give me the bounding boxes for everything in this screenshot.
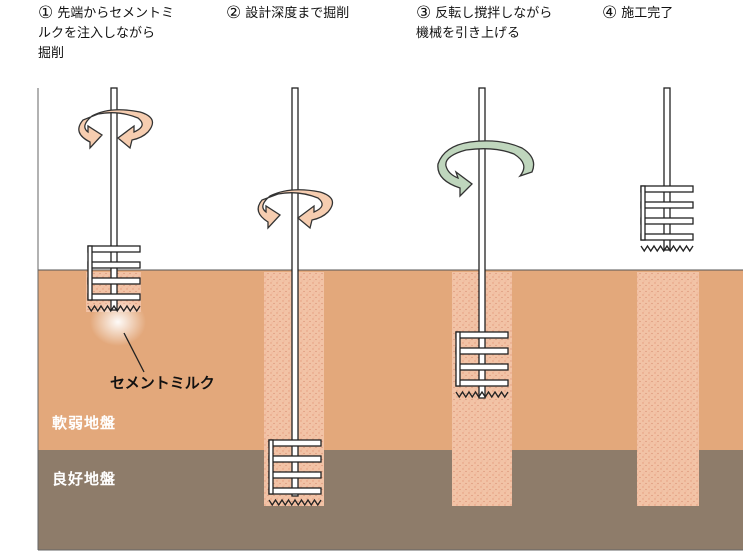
auger-head-1 [87, 245, 141, 313]
step-1-text: 先端からセメントミ ルクを注入しながら 掘削 [38, 6, 174, 61]
auger-blade-icon [87, 185, 694, 507]
rotation-arrow-icon [78, 109, 535, 230]
step-3-text: 反転し撹拌しながら 機械を引き上げる [416, 6, 553, 41]
drill-rod-icon [110, 87, 671, 497]
step-4-text: 施工完了 [621, 6, 674, 21]
cement-milk-glow [90, 298, 146, 346]
auger-head-2 [268, 439, 322, 507]
column-step4 [637, 272, 699, 506]
callout-leader [123, 332, 145, 373]
soft-ground-label: 軟弱地盤 [52, 414, 117, 432]
soft-ground-layer [38, 270, 743, 452]
auger-head-4 [640, 185, 694, 253]
auger-head-3 [455, 331, 509, 399]
step-2-text: 設計深度まで掘削 [245, 6, 350, 21]
cement-milk-label: セメントミルク [110, 374, 215, 392]
good-ground-label: 良好地盤 [52, 470, 117, 488]
good-ground-layer [38, 450, 743, 550]
